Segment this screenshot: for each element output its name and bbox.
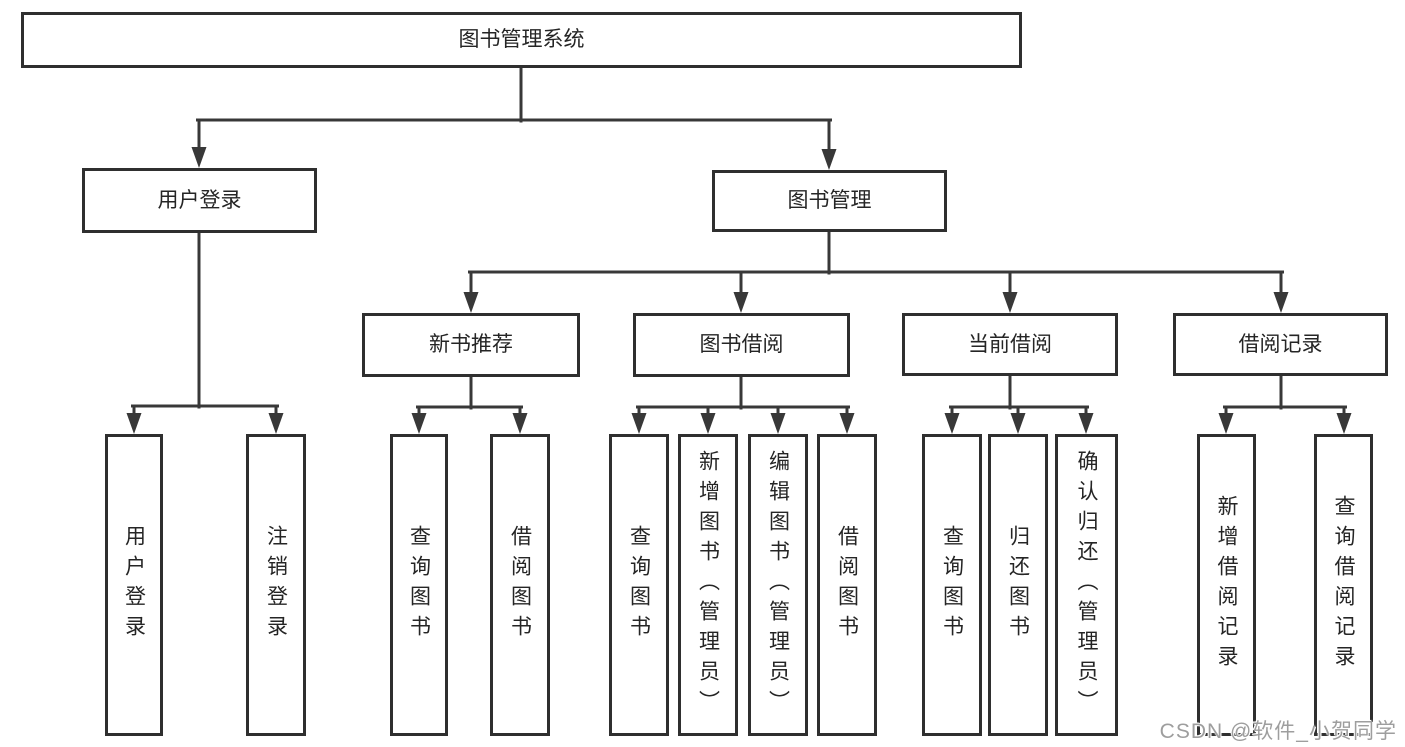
node-book-borrowing: 图书借阅: [633, 313, 850, 377]
leaf-logout: 注销登录: [246, 434, 306, 736]
leaf-return-books: 归还图书: [988, 434, 1048, 736]
leaf-query-books-recommendation: 查询图书: [390, 434, 448, 736]
node-new-book-recommendation: 新书推荐: [362, 313, 580, 377]
leaf-query-books-borrowing: 查询图书: [609, 434, 669, 736]
node-current-borrowing: 当前借阅: [902, 313, 1118, 376]
node-root-library-management-system: 图书管理系统: [21, 12, 1022, 68]
leaf-add-books-admin: 新增图书（管理员）: [678, 434, 738, 736]
leaf-user-login: 用户登录: [105, 434, 163, 736]
node-user-login: 用户登录: [82, 168, 317, 233]
node-borrowing-records: 借阅记录: [1173, 313, 1388, 376]
leaf-query-books-current: 查询图书: [922, 434, 982, 736]
node-book-management: 图书管理: [712, 170, 947, 232]
csdn-watermark: CSDN @软件_小贺同学: [1159, 720, 1397, 743]
leaf-borrow-books-borrowing: 借阅图书: [817, 434, 877, 736]
leaf-query-borrow-record: 查询借阅记录: [1314, 434, 1373, 736]
leaf-edit-books-admin: 编辑图书（管理员）: [748, 434, 808, 736]
leaf-borrow-books-recommendation: 借阅图书: [490, 434, 550, 736]
leaf-add-borrow-record: 新增借阅记录: [1197, 434, 1256, 736]
leaf-confirm-return-admin: 确认归还（管理员）: [1055, 434, 1118, 736]
tree-edges: [131, 66, 1347, 419]
